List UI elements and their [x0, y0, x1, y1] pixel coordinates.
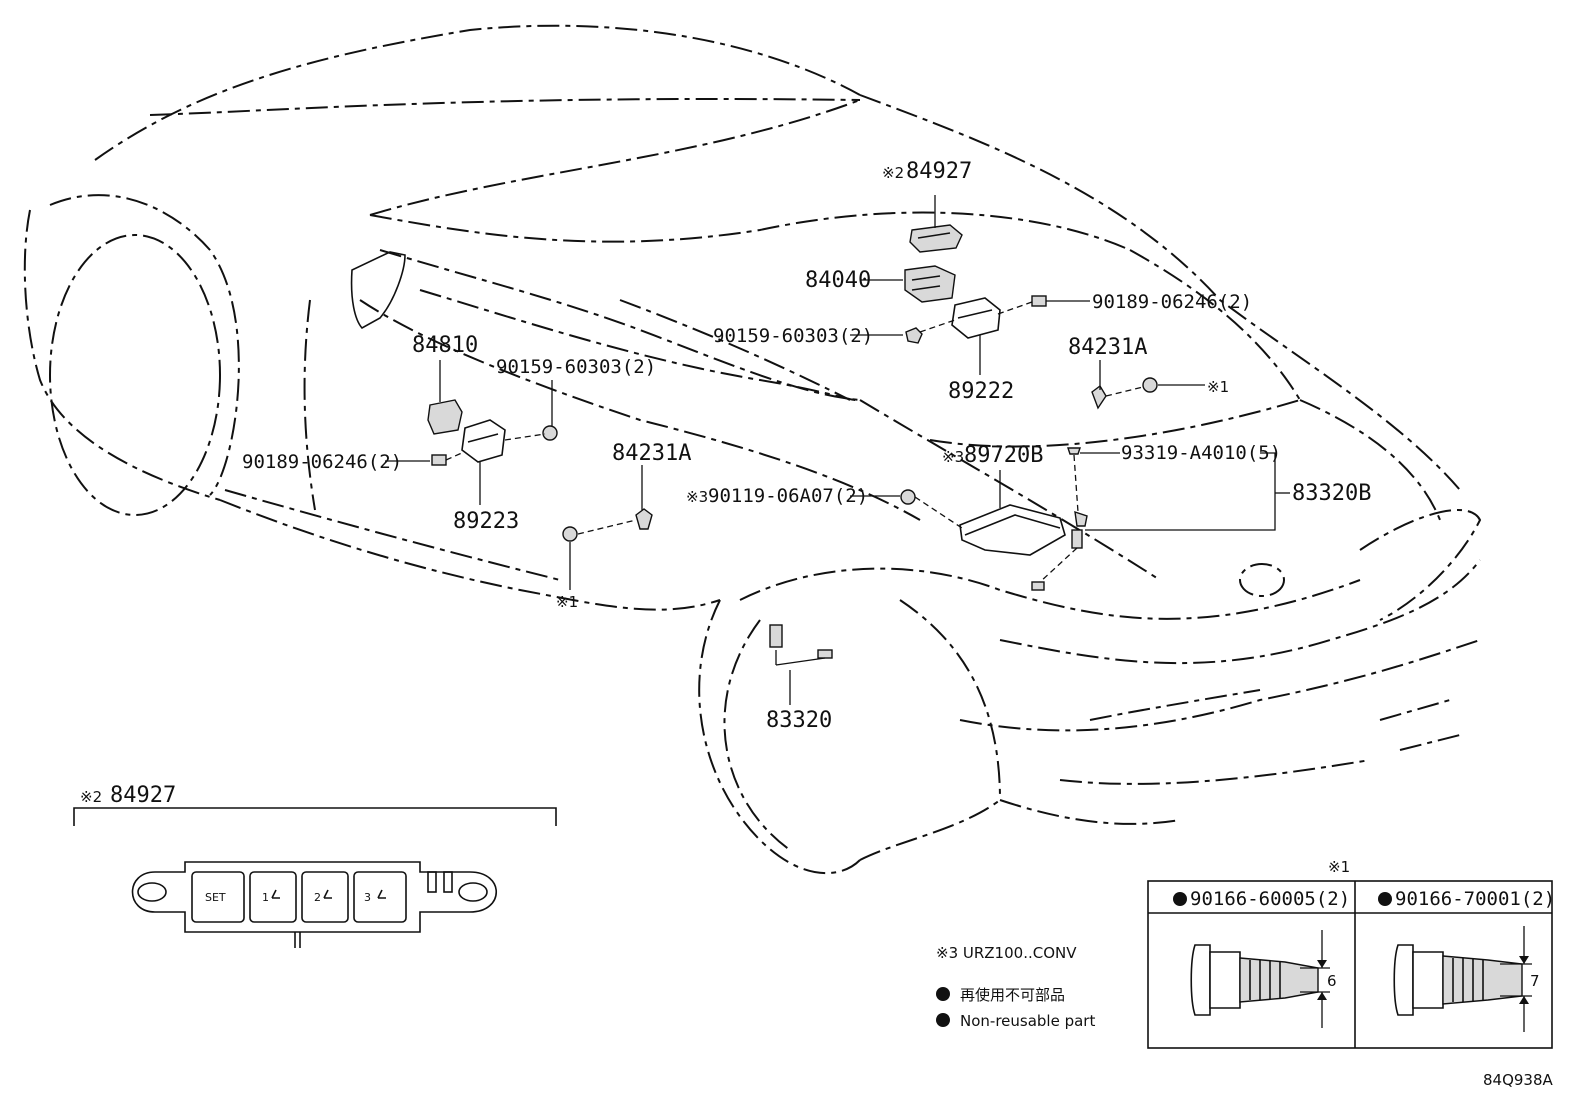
mark-2-top: ※2 — [882, 164, 904, 182]
callout-93319: 93319-A4010(5) — [1121, 442, 1281, 464]
switch-detail: ※2 84927 SET 1 2 3 — [73, 783, 557, 948]
callout-89223: 89223 — [453, 509, 519, 534]
memory-2-label: 2 — [314, 891, 321, 904]
seat-icon — [323, 889, 332, 899]
memory-3-label: 3 — [364, 891, 371, 904]
non-reusable-bullet-icon — [936, 987, 950, 1001]
memory-3-button — [353, 871, 407, 923]
dim-6: 6 — [1327, 972, 1337, 990]
leader-lines — [385, 195, 1290, 705]
sensor-83320-part — [769, 624, 833, 659]
callout-90189-right: 90189-06246(2) — [1092, 291, 1252, 313]
ecu-89720B-part — [900, 447, 1088, 591]
note-urz100: ※3 URZ100..CONV — [936, 944, 1077, 962]
switch-84927-part — [909, 224, 963, 253]
non-reusable-bullet-icon — [936, 1013, 950, 1027]
detail-mark-2: ※2 — [80, 788, 102, 806]
callout-83320: 83320 — [766, 708, 832, 733]
callout-90159-right: 90159-60303(2) — [713, 325, 873, 347]
car-body-outline — [23, 24, 1482, 875]
fastener-table: ※1 90166-60005(2) 90166-70001(2) 6 — [1147, 858, 1555, 1049]
detail-part-84927: 84927 — [110, 783, 176, 808]
mark-3-b: ※3 — [686, 488, 708, 506]
notes: ※3 URZ100..CONV 再使用不可部品 Non-reusable par… — [936, 944, 1095, 1030]
switch-84040-part — [904, 265, 956, 303]
non-reusable-bullet-icon — [1173, 892, 1187, 906]
callout-84810: 84810 — [412, 333, 478, 358]
callout-84231A-right: 84231A — [1068, 335, 1147, 360]
callout-90189-left: 90189-06246(2) — [242, 451, 402, 473]
legend-jp: 再使用不可部品 — [960, 986, 1065, 1004]
callout-89222: 89222 — [948, 379, 1014, 404]
figure-id: 84Q938A — [1483, 1071, 1554, 1089]
callout-90119: 90119-06A07(2) — [708, 485, 868, 507]
non-reusable-bullet-icon — [1378, 892, 1392, 906]
set-label: SET — [205, 891, 226, 904]
dim-7: 7 — [1530, 972, 1540, 990]
callout-89720B: 89720B — [964, 443, 1043, 468]
bolt-right-group — [905, 295, 1158, 410]
table-mark-1: ※1 — [1328, 858, 1350, 876]
callout-83320B: 83320B — [1292, 481, 1371, 506]
callout-84927-top: 84927 — [906, 159, 972, 184]
callout-84040: 84040 — [805, 268, 871, 293]
switch-84810-part — [427, 399, 463, 435]
legend-en: Non-reusable part — [960, 1012, 1095, 1030]
table-col-1-part: 90166-60005(2) — [1190, 888, 1350, 910]
set-button — [191, 871, 245, 923]
mark-3-a: ※3 — [942, 448, 964, 466]
callout-90159-left: 90159-60303(2) — [496, 356, 656, 378]
seat-icon — [271, 889, 280, 899]
memory-1-label: 1 — [262, 891, 269, 904]
callout-84231A-left: 84231A — [612, 441, 691, 466]
seat-icon — [377, 889, 386, 899]
clip-90166-60005-drawing: 6 — [1190, 930, 1337, 1028]
mark-1-left: ※1 — [556, 593, 578, 611]
table-col-2-part: 90166-70001(2) — [1395, 888, 1555, 910]
mark-1-right: ※1 — [1207, 378, 1229, 396]
sensor-89222-part — [951, 297, 1001, 339]
clip-90166-70001-drawing: 7 — [1393, 926, 1540, 1032]
bolt-left-group — [431, 425, 653, 542]
sensor-89223-part — [461, 419, 506, 463]
